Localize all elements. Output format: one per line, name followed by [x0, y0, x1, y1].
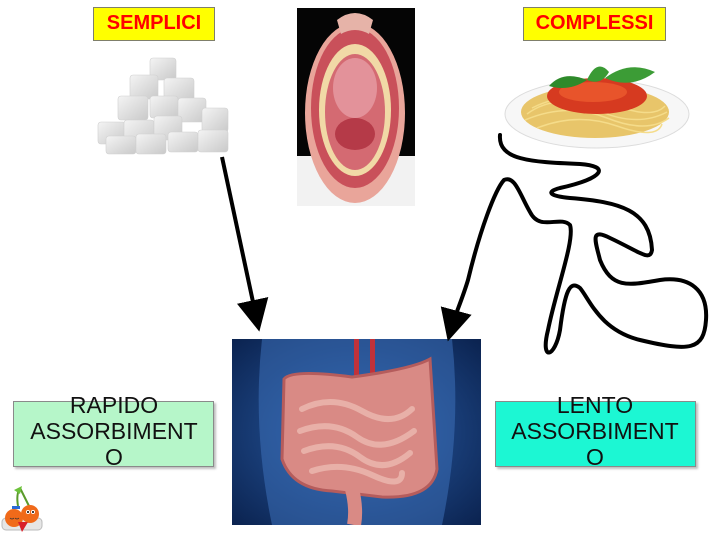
intestine-image [232, 339, 481, 525]
complex-winding-arrow [440, 133, 709, 355]
simple-carbs-label: SEMPLICI [93, 7, 215, 41]
slow-absorption-box [495, 401, 696, 467]
slow-line-2: ASSORBIMENT [511, 418, 679, 444]
cherry-mascot-logo [1, 486, 43, 532]
rapid-absorption-text: RAPIDO ASSORBIMENT O [0, 392, 228, 470]
spaghetti-plate-image [504, 66, 690, 149]
sugar-cubes-image [97, 57, 229, 155]
slow-absorption-text: LENTO ASSORBIMENT O [480, 392, 710, 470]
rapid-line-3: O [105, 444, 123, 470]
complex-carbs-label: COMPLESSI [523, 7, 666, 41]
slow-line-3: O [586, 444, 604, 470]
rapid-line-2: ASSORBIMENT [30, 418, 198, 444]
slow-line-1: LENTO [556, 392, 634, 418]
rapid-line-1: RAPIDO [69, 392, 159, 418]
simple-arrow [220, 156, 269, 332]
open-mouth-image [297, 8, 415, 206]
rapid-absorption-box [13, 401, 214, 467]
